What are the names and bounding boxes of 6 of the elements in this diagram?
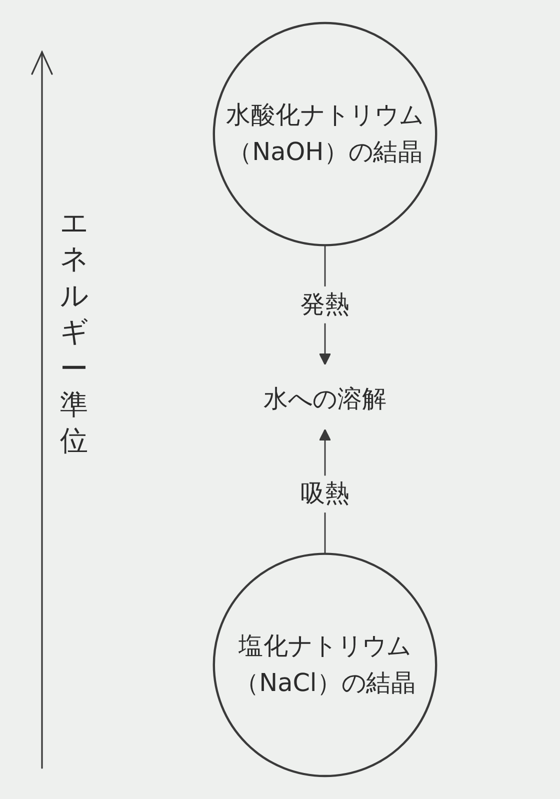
circle-node: 塩化ナトリウム（NaCl）の結晶 xyxy=(212,552,438,778)
circle-node: 水酸化ナトリウム（NaOH）の結晶 xyxy=(212,22,438,246)
edge-label: 吸熱 xyxy=(300,476,350,513)
axis-label: エネルギー準位 xyxy=(60,205,88,460)
text-label: 水への溶解 xyxy=(263,385,387,414)
edge-label: 発熱 xyxy=(300,286,350,324)
